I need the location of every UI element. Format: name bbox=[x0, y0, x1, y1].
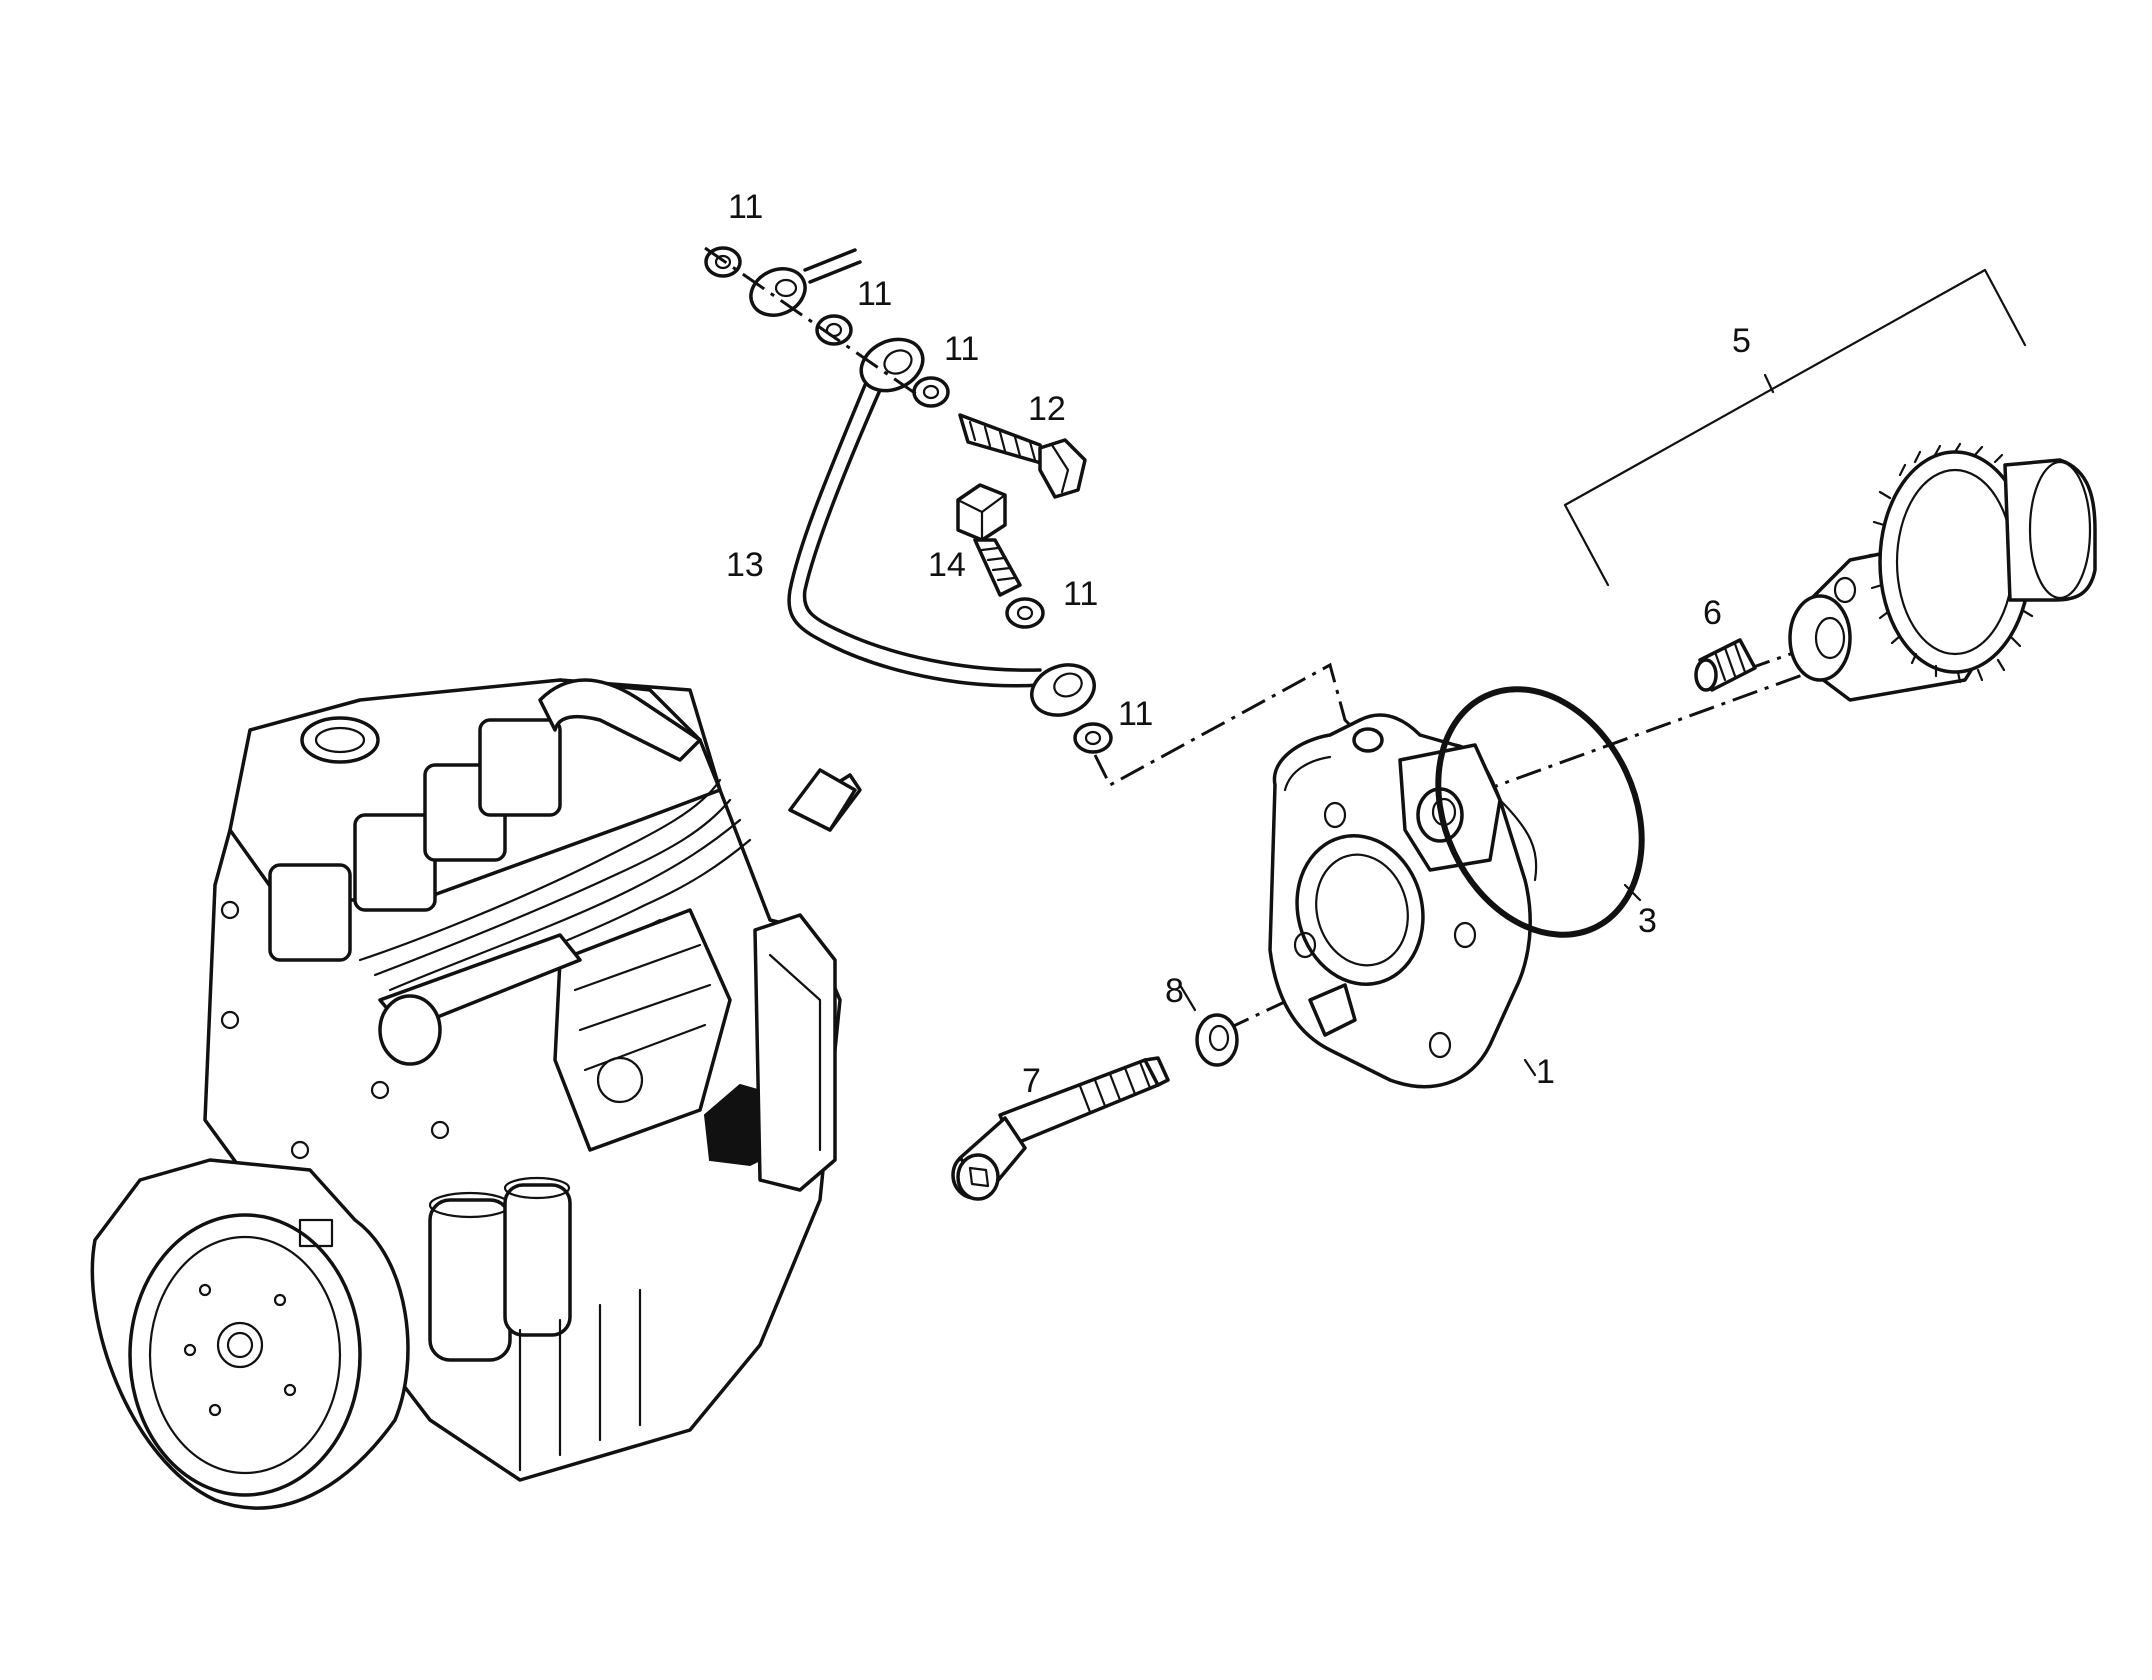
part-8-lock-washer bbox=[1195, 1013, 1239, 1067]
leader-part-8 bbox=[1178, 983, 1197, 1012]
alignment-line-top bbox=[704, 246, 923, 400]
alignment-line-bolt-7 bbox=[1224, 988, 1311, 1032]
part-7-cap-screw bbox=[951, 1056, 1170, 1201]
callout-11-fourth: 11 bbox=[1063, 575, 1098, 613]
callout-7: 7 bbox=[1022, 1062, 1041, 1100]
alignment-line-setscrew bbox=[1744, 638, 1831, 672]
part-11-washer-third bbox=[912, 376, 950, 408]
callout-11-bottom: 11 bbox=[1118, 695, 1153, 733]
part-11-washer-bottom bbox=[1073, 722, 1113, 754]
alignment-line-banjo bbox=[1093, 662, 1372, 788]
callout-6: 6 bbox=[1703, 594, 1722, 632]
upper-pipe-fitting bbox=[749, 248, 862, 317]
callout-5: 5 bbox=[1732, 322, 1751, 360]
callout-11-third: 11 bbox=[944, 330, 979, 368]
callout-12: 12 bbox=[1028, 390, 1066, 428]
callout-13: 13 bbox=[726, 546, 764, 584]
part-6-set-screw bbox=[1694, 638, 1757, 692]
engine-assembly bbox=[90, 678, 862, 1510]
callout-8: 8 bbox=[1165, 972, 1184, 1010]
part-14-banjo-bolt bbox=[956, 483, 1022, 597]
part-13-fuel-pipe bbox=[787, 337, 1096, 717]
part-11-washer-fourth bbox=[1005, 597, 1045, 629]
callout-14: 14 bbox=[928, 546, 966, 584]
part-5-leader bbox=[1763, 373, 1775, 394]
leader-part-1 bbox=[1523, 1058, 1537, 1077]
part-1-adapter-housing bbox=[1268, 713, 1538, 1089]
callout-1: 1 bbox=[1536, 1053, 1555, 1091]
part-5-bracket bbox=[1563, 268, 2027, 587]
part-5-drive-gear-hub bbox=[1788, 442, 2097, 702]
part-3-o-ring bbox=[1435, 686, 1645, 938]
callout-3: 3 bbox=[1638, 902, 1657, 940]
callout-11-second: 11 bbox=[857, 275, 892, 313]
callout-11-top: 11 bbox=[728, 188, 763, 226]
part-12-banjo-bolt bbox=[958, 413, 1087, 499]
leader-part-3 bbox=[1623, 883, 1642, 902]
alignment-line-shaft bbox=[1429, 663, 1831, 812]
